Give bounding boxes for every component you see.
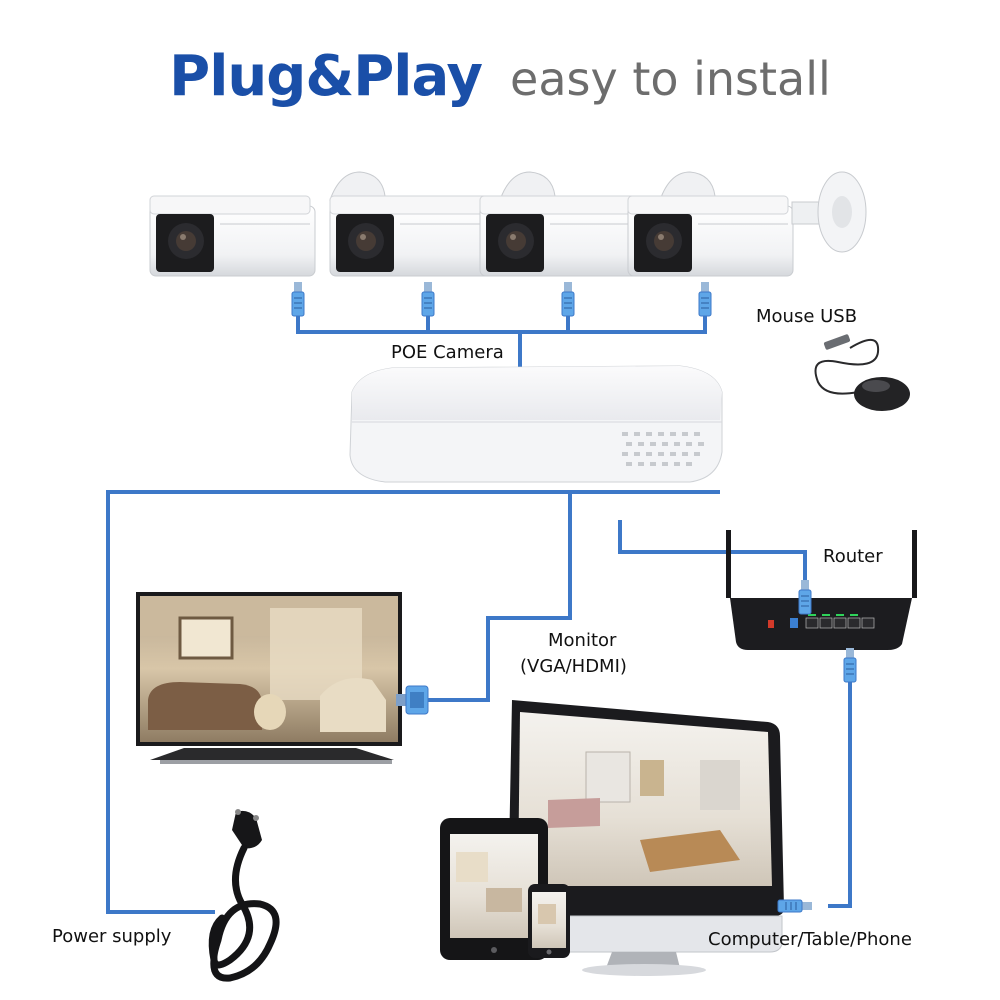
rj45-plug-icon (699, 282, 711, 316)
label-poe-camera: POE Camera (391, 342, 504, 363)
router-cable-line (620, 520, 805, 590)
rj45-plug-icon (562, 282, 574, 316)
tv-icon (136, 592, 402, 764)
rj45-plug-icon (778, 900, 812, 912)
bullet-camera-1 (150, 196, 315, 276)
router-icon (726, 530, 917, 650)
power-cable-icon (212, 809, 276, 978)
rj45-plug-icon (844, 648, 856, 682)
phone-icon (528, 884, 570, 958)
nvr-icon (350, 366, 722, 482)
bullet-camera-2 (330, 172, 495, 276)
rj45-plug-icon (422, 282, 434, 316)
rj45-plug-icon (292, 282, 304, 316)
label-monitor: Monitor (548, 630, 616, 651)
rj45-plug-icon (799, 580, 811, 614)
label-power-supply: Power supply (52, 926, 171, 947)
label-mouse-usb: Mouse USB (756, 306, 857, 327)
bullet-camera-4 (628, 172, 866, 276)
mouse-icon (816, 334, 911, 411)
label-router: Router (823, 546, 883, 567)
label-computer-table-phone: Computer/Table/Phone (708, 929, 912, 950)
label-monitor-interface: (VGA/HDMI) (520, 656, 627, 677)
bullet-camera-3 (480, 172, 645, 276)
